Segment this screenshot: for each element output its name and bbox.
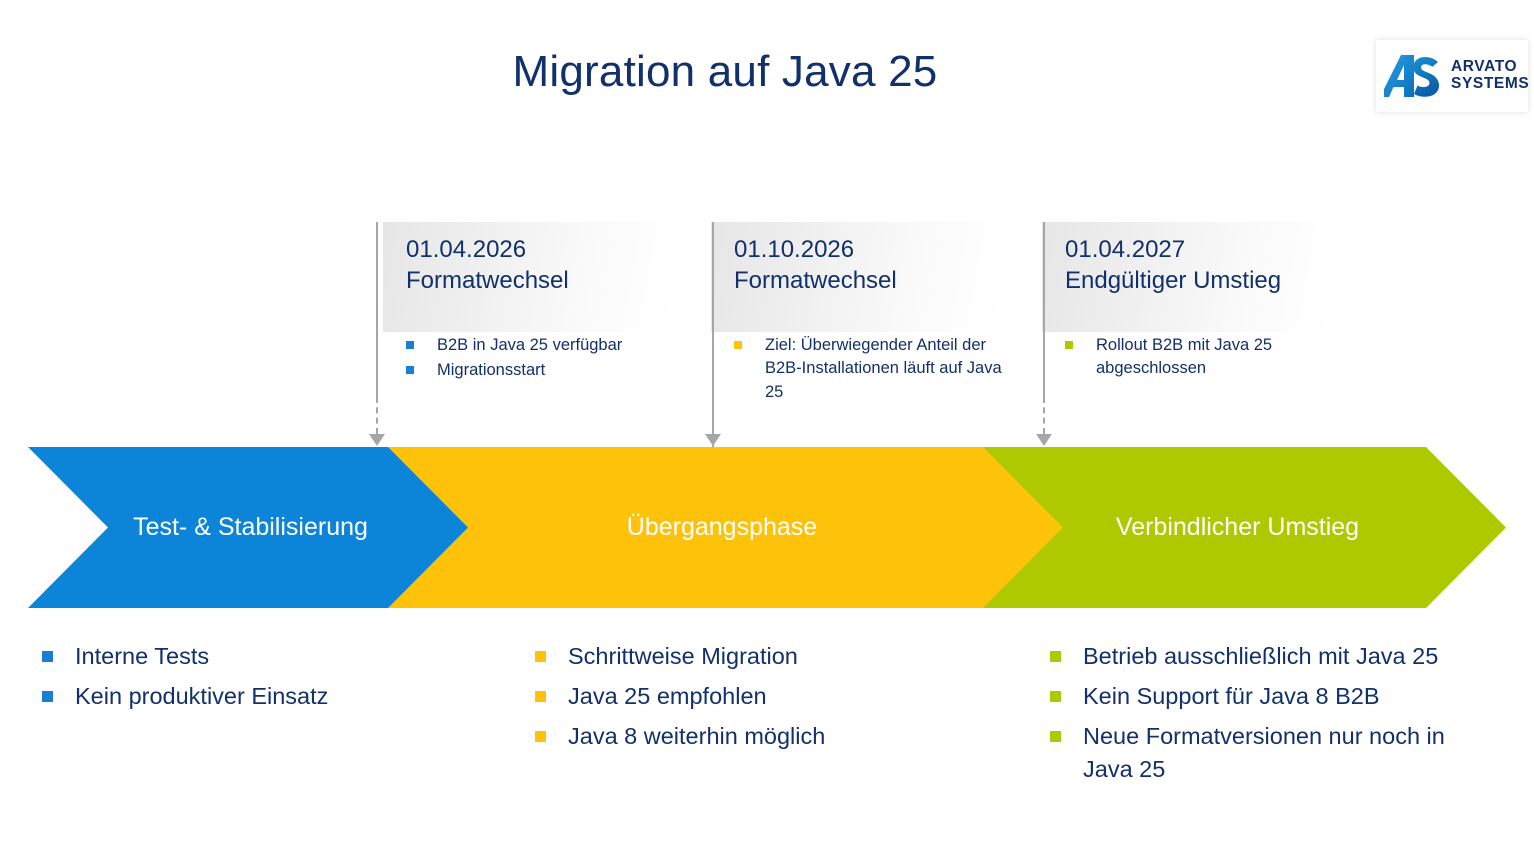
milestone-bullets-1: B2B in Java 25 verfügbar Migrationsstart — [383, 334, 683, 385]
bullet-square-icon — [406, 341, 414, 349]
milestone-title-2: Formatwechsel — [734, 267, 897, 295]
list-item-label: Schrittweise Migration — [568, 643, 798, 669]
phase-details-2: Schrittweise Migration Java 25 empfohlen… — [535, 640, 985, 759]
bullet-square-icon — [1050, 651, 1061, 662]
bullet-square-icon — [406, 366, 414, 375]
connector-arrowhead-icon — [369, 434, 385, 446]
phase-details-3: Betrieb ausschließlich mit Java 25 Kein … — [1050, 640, 1510, 793]
milestone-heading-3: 01.04.2027 Endgültiger Umstieg — [1042, 222, 1332, 296]
arvato-systems-logo: ARVATO SYSTEMS — [1376, 40, 1529, 112]
bullet-square-icon — [535, 730, 546, 742]
list-item-label: Kein produktiver Einsatz — [75, 682, 329, 709]
list-item: Java 8 weiterhin möglich — [535, 720, 985, 754]
milestone-card-2: 01.10.2026 Formatwechsel — [711, 222, 1001, 332]
milestone-card-3: 01.04.2027 Endgültiger Umstieg — [1042, 222, 1332, 332]
list-item: Betrieb ausschließlich mit Java 25 — [1050, 640, 1510, 674]
logo-line-2: SYSTEMS — [1451, 75, 1530, 92]
list-item: Kein produktiver Einsatz — [42, 680, 472, 714]
list-item-label: Kein Support für Java 8 B2B — [1083, 682, 1380, 709]
bullet-text: Ziel: Überwiegender Anteil der B2B-Insta… — [765, 336, 1002, 401]
milestone-heading-1: 01.04.2026 Formatwechsel — [383, 222, 673, 296]
list-item: Neue Formatversionen nur noch in Java 25 — [1050, 720, 1510, 788]
page-title: Migration auf Java 25 — [512, 47, 938, 96]
connector-line-dashed — [1043, 397, 1045, 434]
list-item-label: Java 25 empfohlen — [568, 682, 767, 709]
milestone-bullets-3: Rollout B2B mit Java 25 abgeschlossen — [1042, 334, 1342, 383]
milestone-heading-2: 01.10.2026 Formatwechsel — [711, 222, 1001, 296]
list-item: Schrittweise Migration — [535, 640, 985, 674]
milestone-date-1: 01.04.2026 — [406, 236, 527, 263]
list-item-label: Neue Formatversionen nur noch in Java 25 — [1083, 722, 1445, 783]
bullet-square-icon — [535, 690, 546, 702]
connector-arrowhead-icon — [1036, 434, 1052, 446]
bullet-text: Rollout B2B mit Java 25 abgeschlossen — [1096, 336, 1273, 378]
phase-label-2: Übergangsphase — [626, 513, 818, 541]
bullet-text: B2B in Java 25 verfügbar — [437, 336, 623, 354]
connector-line-dashed — [712, 390, 714, 434]
phase-chevron-3[interactable]: Verbindlicher Umstieg — [983, 447, 1506, 608]
phase-chevron-band: Test- & Stabilisierung Übergangsphase Ve… — [0, 447, 1534, 608]
milestone-bullet-item: Rollout B2B mit Java 25 abgeschlossen — [1042, 334, 1342, 381]
connector-line-solid — [1043, 222, 1045, 397]
phase-chevron-1[interactable]: Test- & Stabilisierung — [28, 447, 483, 608]
bullet-text: Migrationsstart — [437, 361, 546, 380]
connector-arrowhead-icon — [705, 434, 721, 446]
list-item-label: Interne Tests — [75, 643, 210, 669]
milestone-card-1: 01.04.2026 Formatwechsel — [383, 222, 673, 332]
milestone-bullet-item: B2B in Java 25 verfügbar — [383, 334, 683, 357]
list-item-label: Betrieb ausschließlich mit Java 25 — [1083, 643, 1439, 669]
connector-line-solid — [376, 222, 378, 397]
bullet-square-icon — [1065, 341, 1073, 349]
milestone-bullet-item: Ziel: Überwiegender Anteil der B2B-Insta… — [711, 334, 1011, 404]
bullet-square-icon — [535, 651, 546, 662]
bullet-square-icon — [734, 341, 742, 349]
list-item: Java 25 empfohlen — [535, 680, 985, 714]
milestone-title-1: Formatwechsel — [406, 267, 569, 295]
list-item: Interne Tests — [42, 640, 472, 674]
milestone-date-3: 01.04.2027 — [1065, 236, 1186, 263]
milestone-date-2: 01.10.2026 — [734, 236, 855, 263]
list-item: Kein Support für Java 8 B2B — [1050, 680, 1510, 714]
bullet-square-icon — [1050, 730, 1061, 742]
logo-line-1: ARVATO — [1451, 58, 1518, 76]
list-item-label: Java 8 weiterhin möglich — [568, 722, 826, 749]
connector-line-dashed — [376, 397, 378, 434]
milestone-title-3: Endgültiger Umstieg — [1065, 267, 1282, 295]
phase-label-1: Test- & Stabilisierung — [133, 513, 368, 541]
bullet-square-icon — [42, 651, 53, 662]
logo-wordmark: ARVATO SYSTEMS — [1451, 59, 1529, 92]
phase-chevron-2[interactable]: Übergangsphase — [388, 447, 1078, 608]
connector-line-solid — [712, 222, 714, 545]
phase-label-3: Verbindlicher Umstieg — [1115, 513, 1360, 541]
milestone-bullet-item: Migrationsstart — [383, 359, 683, 382]
bullet-square-icon — [1050, 690, 1061, 702]
bullet-square-icon — [42, 690, 53, 702]
milestone-bullets-2: Ziel: Überwiegender Anteil der B2B-Insta… — [711, 334, 1011, 406]
as-monogram-icon — [1384, 55, 1440, 97]
phase-details-1: Interne Tests Kein produktiver Einsatz — [42, 640, 472, 720]
